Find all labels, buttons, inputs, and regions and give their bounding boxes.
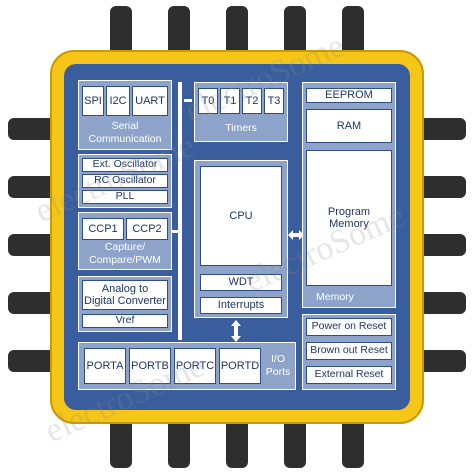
eeprom: EEPROM [306, 88, 392, 103]
ccp2-module: CCP2 [126, 218, 168, 240]
pin [342, 412, 364, 468]
pin [110, 412, 132, 468]
timer2: T2 [242, 88, 262, 114]
ram: RAM [306, 109, 392, 143]
bus-arrow-ccp [172, 230, 178, 233]
pin [410, 234, 466, 256]
program-memory: Program Memory [306, 150, 392, 286]
adc-module: Analog to Digital Converter [82, 280, 168, 310]
cpu: CPU [200, 166, 282, 266]
power-on-reset: Power on Reset [306, 318, 392, 336]
pin [110, 6, 132, 62]
brown-out-reset: Brown out Reset [306, 342, 392, 360]
ext-oscillator: Ext. Oscillator [82, 158, 168, 172]
io-ports-label: I/O Ports [265, 352, 291, 378]
uart-module: UART [132, 86, 168, 116]
pin [168, 6, 190, 62]
portc: PORTC [174, 348, 216, 384]
pin [410, 350, 466, 372]
timers-label: Timers [225, 122, 257, 135]
portb: PORTB [129, 348, 171, 384]
portd: PORTD [219, 348, 261, 384]
timer1: T1 [220, 88, 240, 114]
rc-oscillator: RC Oscillator [82, 174, 168, 188]
pll: PLL [82, 190, 168, 204]
memory-label: Memory [316, 291, 354, 303]
i2c-module: I2C [106, 86, 130, 116]
timer0: T0 [198, 88, 218, 114]
serial-communication-label: Serial Communication [88, 119, 162, 145]
bus-arrow-timers [184, 99, 192, 102]
porta: PORTA [84, 348, 126, 384]
pin [284, 412, 306, 468]
pin [410, 118, 466, 140]
pin [410, 292, 466, 314]
wdt: WDT [200, 274, 282, 291]
timer3: T3 [264, 88, 284, 114]
external-reset: External Reset [306, 366, 392, 384]
pin [168, 412, 190, 468]
spi-module: SPI [82, 86, 104, 116]
ccp-label: Capture/ Compare/PWM [89, 240, 161, 266]
cpu-memory-arrow [288, 230, 304, 240]
system-bus [178, 82, 182, 340]
ccp1-module: CCP1 [82, 218, 124, 240]
interrupts: Interrupts [200, 297, 282, 314]
vref-module: Vref [82, 314, 168, 328]
pin [226, 6, 248, 62]
pin [410, 176, 466, 198]
pin [226, 412, 248, 468]
pin [284, 6, 306, 62]
pin [342, 6, 364, 62]
cpu-io-arrow [231, 320, 241, 342]
